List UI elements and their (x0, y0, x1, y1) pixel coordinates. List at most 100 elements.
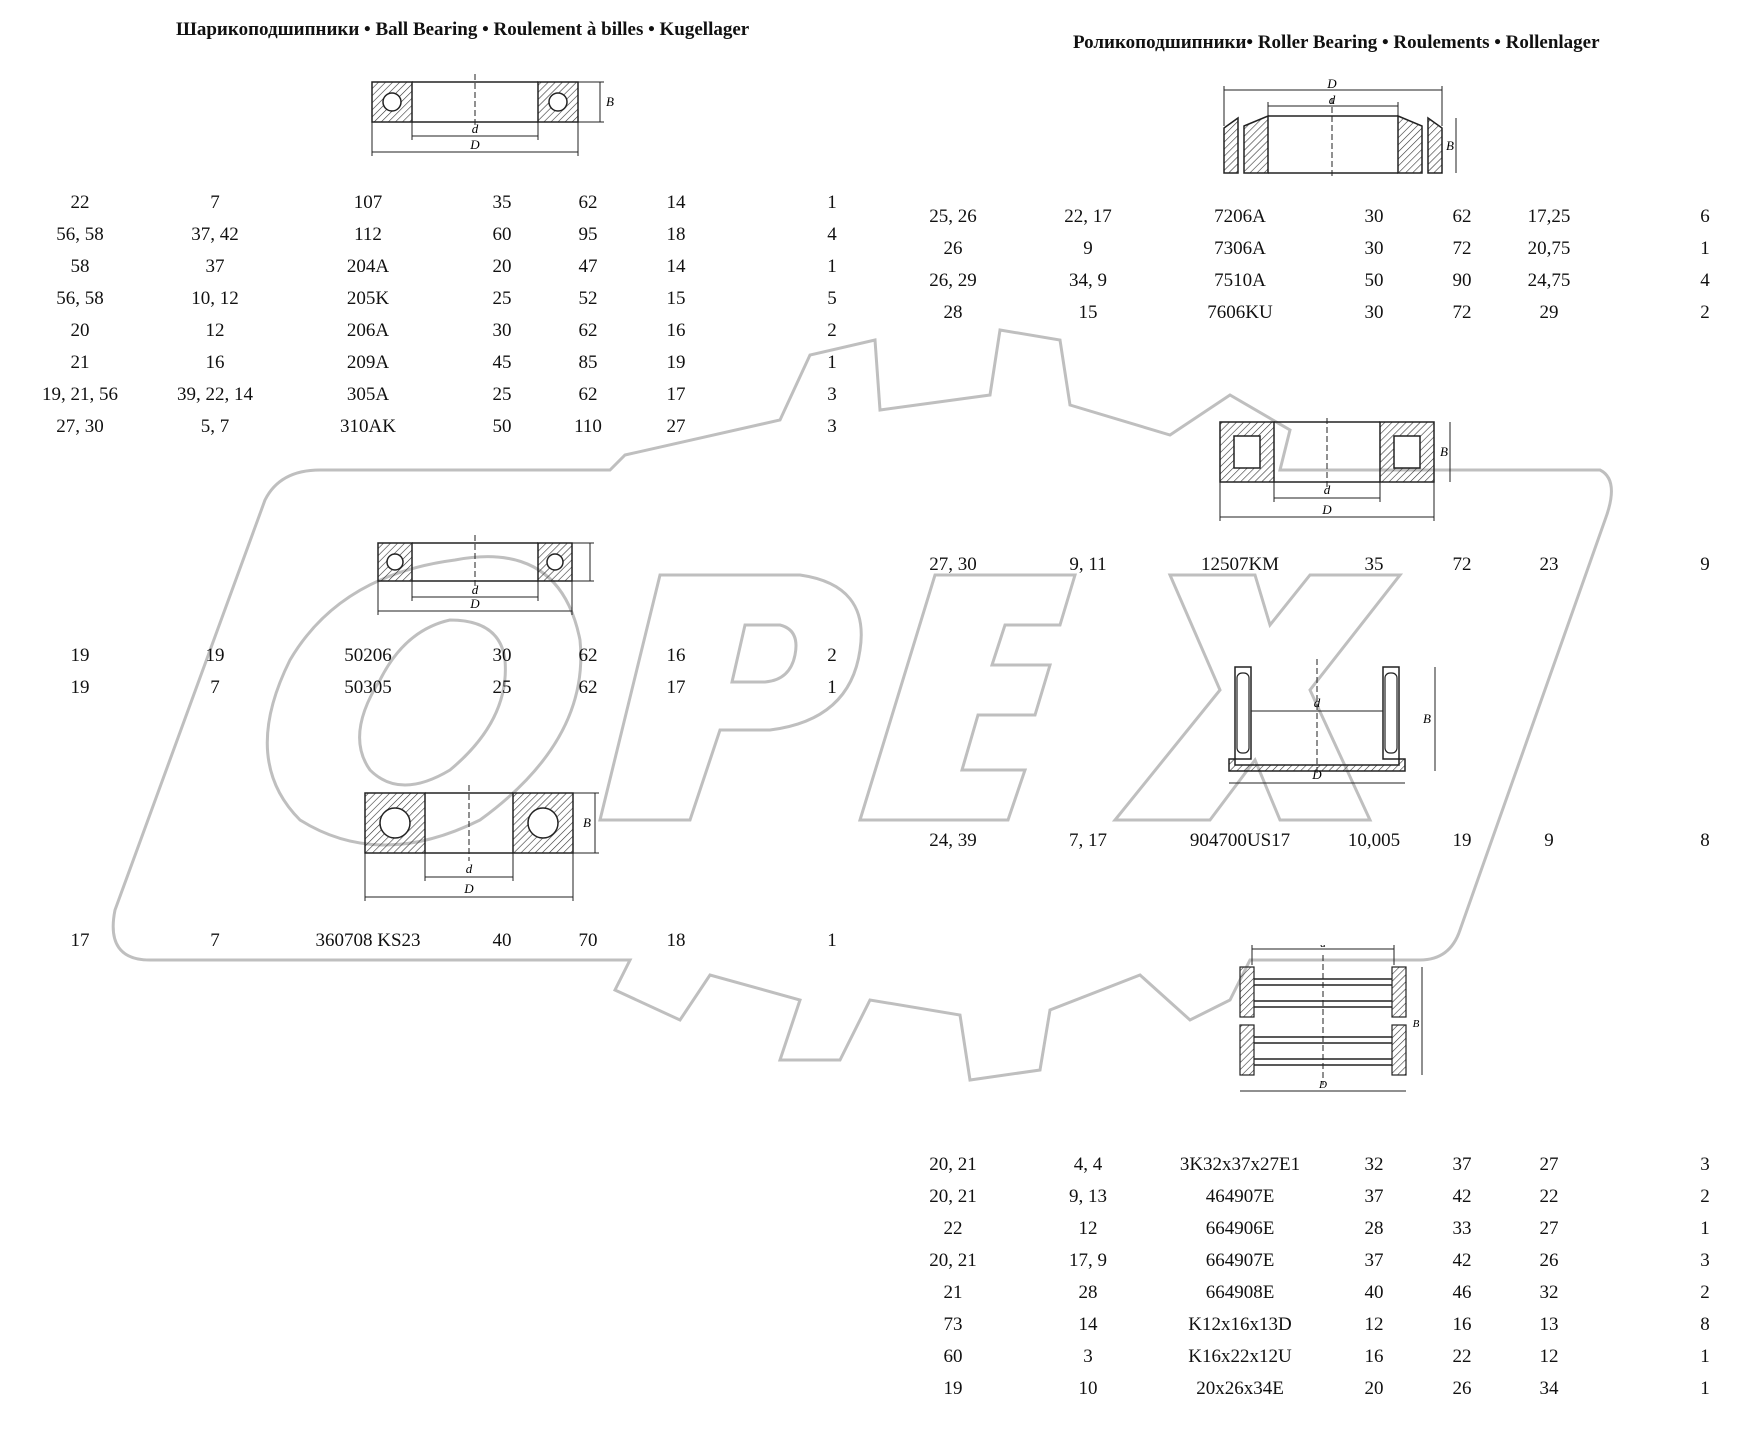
ball-bearing-title: Шарикоподшипники • Ball Bearing • Roulem… (176, 19, 750, 40)
table-cell: 62 (578, 677, 598, 698)
table-cell: 7510A (1214, 270, 1266, 291)
table-cell: 62 (578, 192, 598, 213)
table-cell: 904700US17 (1189, 830, 1291, 851)
table-cell: 85 (578, 352, 598, 373)
table-cell: 9 (1083, 238, 1093, 259)
table-cell: 2 (1700, 1282, 1710, 1303)
roller-bearing-drawing-3: d D B (1228, 659, 1436, 784)
table-cell: 664908E (1205, 1282, 1275, 1303)
table-cell: 73 (943, 1314, 963, 1335)
table-cell: 2 (1700, 1186, 1710, 1207)
table-cell: 10,005 (1347, 830, 1401, 851)
dim-label-D: D (1321, 502, 1332, 517)
table-cell: 9 (1700, 554, 1710, 575)
dim-label-B: B (1413, 1018, 1420, 1030)
table-cell: 5, 7 (200, 416, 230, 437)
table-cell: 6 (1700, 206, 1710, 227)
table-cell: 18 (666, 224, 686, 245)
table-cell: 7, 17 (1069, 830, 1107, 851)
table-cell: 16 (666, 645, 686, 666)
table-cell: 62 (1452, 206, 1472, 227)
table-cell: 17 (666, 384, 686, 405)
dim-label-D: D (1318, 1079, 1327, 1091)
table-cell: 7 (210, 677, 220, 698)
table-cell: 15 (1078, 302, 1098, 323)
table-cell: 56, 58 (56, 224, 104, 245)
table-cell: 62 (578, 320, 598, 341)
table-cell: 1 (827, 930, 837, 951)
table-cell: 45 (492, 352, 512, 373)
table-cell: 62 (578, 645, 598, 666)
table-cell: 13 (1539, 1314, 1559, 1335)
table-cell: 1 (1700, 238, 1710, 259)
table-cell: 29 (1539, 302, 1559, 323)
table-cell: 37 (1364, 1186, 1384, 1207)
table-cell: 19 (1452, 830, 1472, 851)
table-cell: 17 (70, 930, 90, 951)
table-cell: 9 (1544, 830, 1554, 851)
table-cell: 7 (210, 192, 220, 213)
table-cell: 8 (1700, 1314, 1710, 1335)
table-cell: 22 (1539, 1186, 1559, 1207)
table-cell: 16 (666, 320, 686, 341)
dim-label-D: D (463, 881, 474, 896)
table-cell: 30 (492, 320, 512, 341)
table-cell: 205K (346, 288, 390, 309)
watermark-letter-e (857, 573, 1078, 822)
dim-label-d: d (1320, 945, 1326, 950)
roller-bearing-drawing-2: d D B (1219, 418, 1451, 521)
table-cell: 24,75 (1527, 270, 1571, 291)
table-cell: 25 (492, 288, 512, 309)
table-cell: 20, 21 (929, 1250, 977, 1271)
table-cell: 22, 17 (1064, 206, 1112, 227)
table-cell: 24, 39 (929, 830, 977, 851)
table-cell: 206A (346, 320, 390, 341)
ball-bearing-drawing-1: d D B (371, 74, 614, 156)
dim-label-B: B (606, 94, 614, 109)
table-cell: 19 (943, 1378, 963, 1399)
table-cell: 110 (574, 416, 602, 437)
table-cell: 35 (492, 192, 512, 213)
table-cell: 32 (1539, 1282, 1559, 1303)
dim-label-d: d (1314, 695, 1321, 710)
table-cell: 1 (827, 352, 837, 373)
dim-label-B: B (1446, 138, 1454, 153)
table-cell: 40 (492, 930, 512, 951)
table-cell: 9, 11 (1069, 554, 1107, 575)
table-cell: 7606KU (1207, 302, 1273, 323)
table-cell: 1 (827, 256, 837, 277)
table-cell: 28 (1078, 1282, 1098, 1303)
table-cell: 20 (70, 320, 90, 341)
roller-bearing-drawing-1: D d B (1223, 78, 1457, 178)
table-cell: 47 (578, 256, 598, 277)
table-cell: 72 (1452, 238, 1472, 259)
table-cell: 23 (1539, 554, 1559, 575)
table-cell: 30 (1364, 302, 1384, 323)
table-cell: 16 (1364, 1346, 1384, 1367)
table-cell: 37 (205, 256, 225, 277)
table-cell: 37 (1452, 1154, 1472, 1175)
table-cell: 30 (1364, 238, 1384, 259)
table-cell: 112 (354, 224, 382, 245)
table-cell: 15 (666, 288, 686, 309)
dim-label-B: B (1423, 711, 1431, 726)
table-cell: 52 (578, 288, 598, 309)
table-cell: 10 (1078, 1378, 1098, 1399)
table-cell: 3K32x37x27E1 (1179, 1154, 1301, 1175)
table-cell: 26 (943, 238, 963, 259)
table-cell: 72 (1452, 302, 1472, 323)
table-cell: K16x22x12U (1188, 1346, 1292, 1367)
roller-bearing-drawing-4: d D B (1239, 945, 1423, 1092)
table-cell: 42 (1452, 1186, 1472, 1207)
table-cell: 9, 13 (1069, 1186, 1107, 1207)
table-cell: 27, 30 (929, 554, 977, 575)
table-cell: 1 (1700, 1346, 1710, 1367)
